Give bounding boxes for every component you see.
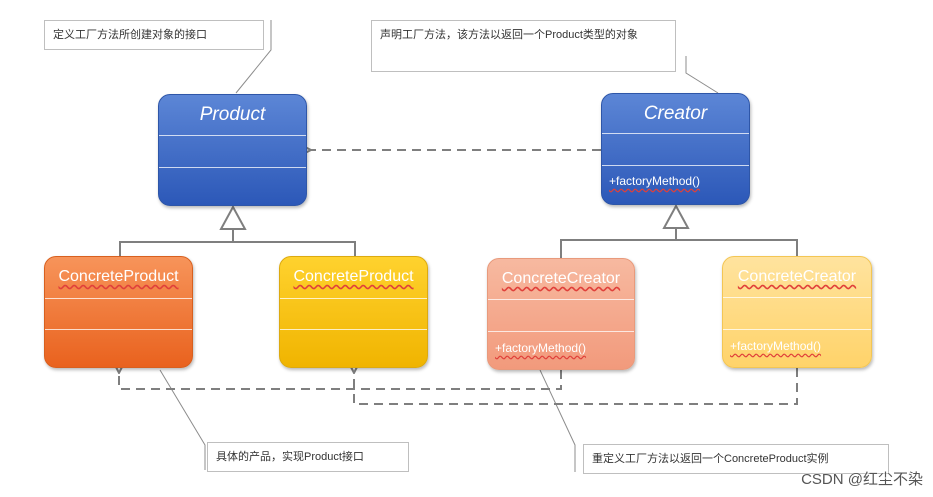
creator-inheritance — [560, 203, 798, 258]
concrete-creator-a-dependency — [119, 370, 562, 390]
creator-attributes-divider — [602, 133, 749, 134]
creator-inheritance-arrowhead — [662, 203, 690, 229]
concrete-creator-a-factory-method: +factoryMethod() — [495, 341, 587, 355]
concrete-creator-b-dependency — [354, 368, 798, 405]
product-note: 定义工厂方法所创建对象的接口 — [44, 20, 264, 50]
concrete-creator-a-methods-divider — [488, 331, 634, 332]
product-class: Product — [158, 94, 307, 206]
concrete-product-b-class: ConcreteProduct — [279, 256, 428, 368]
concrete-creator-b-name: ConcreteCreator — [737, 268, 857, 285]
concrete-creator-a-name: ConcreteCreator — [501, 270, 621, 287]
concrete-creator-note: 重定义工厂方法以返回一个ConcreteProduct实例 — [583, 444, 889, 474]
concrete-creator-b-factory-method: +factoryMethod() — [730, 339, 822, 353]
product-note-connector — [235, 20, 272, 94]
concrete-product-b-attributes-divider — [280, 298, 427, 299]
note-connectors — [159, 20, 719, 472]
concrete-product-note: 具体的产品，实现Product接口 — [207, 442, 409, 472]
concrete-product-a-name: ConcreteProduct — [58, 268, 179, 285]
concrete-product-a-attributes-divider — [45, 298, 192, 299]
product-attributes-divider — [159, 135, 306, 136]
creator-note: 声明工厂方法，该方法以返回一个Product类型的对象 — [371, 20, 676, 72]
concrete-product-a-class: ConcreteProduct — [44, 256, 193, 368]
concrete-product-b-name: ConcreteProduct — [293, 268, 414, 285]
concrete-creator-b-class: ConcreteCreator +factoryMethod() — [722, 256, 872, 368]
product-inheritance-arrowhead — [219, 204, 247, 230]
concrete-creator-b-methods-divider — [723, 329, 871, 330]
concrete-creator-a-attributes-divider — [488, 299, 634, 300]
creator-class-name: Creator — [643, 103, 708, 124]
concrete-creator-note-connector — [539, 369, 576, 472]
creator-note-connector — [685, 56, 719, 94]
product-methods-divider — [159, 167, 306, 168]
creator-class: Creator +factoryMethod() — [601, 93, 750, 205]
watermark: CSDN @红尘不染 — [801, 471, 923, 488]
concrete-product-a-methods-divider — [45, 329, 192, 330]
product-class-name: Product — [199, 104, 266, 125]
concrete-product-note-connector — [159, 369, 206, 470]
product-inheritance — [119, 204, 356, 256]
concrete-product-b-methods-divider — [280, 329, 427, 330]
concrete-creator-b-attributes-divider — [723, 297, 871, 298]
concrete-creator-a-class: ConcreteCreator +factoryMethod() — [487, 258, 635, 370]
creator-methods-divider — [602, 165, 749, 166]
creator-factory-method: +factoryMethod() — [609, 174, 701, 188]
